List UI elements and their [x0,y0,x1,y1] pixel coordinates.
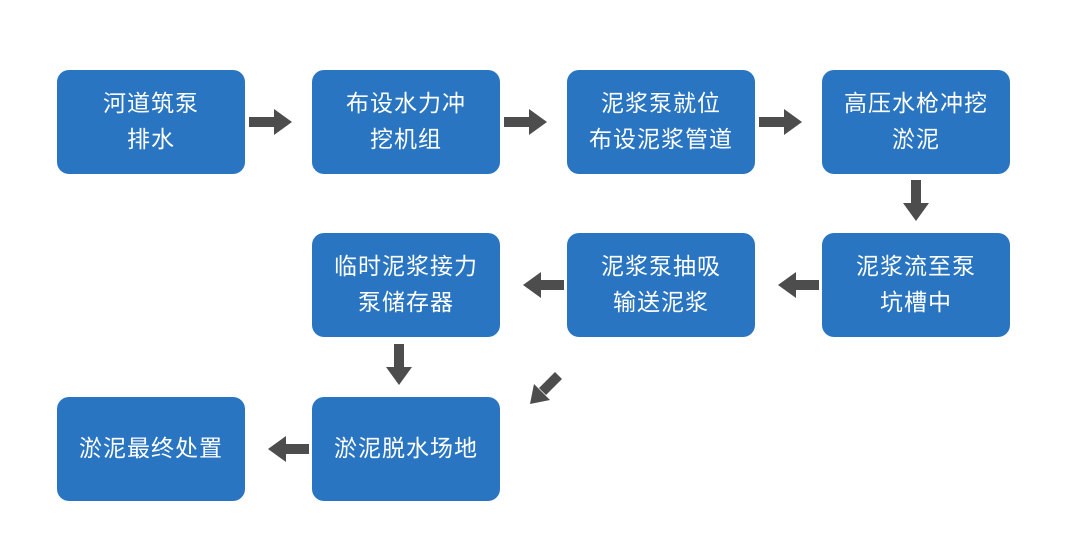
step-slurry-to-pump-pit: 泥浆流至泵 坑槽中 [822,233,1010,337]
arrow-right-icon [249,109,292,135]
step-river-pump-drainage: 河道筑泵 排水 [57,70,245,174]
arrow-down-icon [386,344,412,385]
step-label: 河道筑泵 排水 [103,91,199,153]
step-high-pressure-flushing: 高压水枪冲挖 淤泥 [822,70,1010,174]
step-label: 高压水枪冲挖 淤泥 [844,91,988,153]
step-label: 泥浆泵就位 布设泥浆管道 [589,91,733,153]
step-label: 泥浆泵抽吸 输送泥浆 [601,254,721,316]
step-final-disposal: 淤泥最终处置 [57,397,245,501]
step-pump-suction-transport: 泥浆泵抽吸 输送泥浆 [567,233,755,337]
step-label: 泥浆流至泵 坑槽中 [856,254,976,316]
arrow-right-icon [504,109,547,135]
step-label: 淤泥最终处置 [79,436,223,462]
arrow-left-icon [778,272,819,298]
step-label: 布设水力冲 挖机组 [346,91,466,153]
step-slurry-pump-pipeline: 泥浆泵就位 布设泥浆管道 [567,70,755,174]
step-label: 临时泥浆接力 泵储存器 [334,254,478,316]
arrow-left-icon [523,272,564,298]
step-hydraulic-unit-setup: 布设水力冲 挖机组 [312,70,500,174]
arrow-diagonal-icon [530,372,562,404]
arrow-down-icon [903,180,929,221]
step-label: 淤泥脱水场地 [334,436,478,462]
arrow-left-icon [268,436,309,462]
arrow-right-icon [759,109,802,135]
step-dewatering-site: 淤泥脱水场地 [312,397,500,501]
step-relay-pump-storage: 临时泥浆接力 泵储存器 [312,233,500,337]
